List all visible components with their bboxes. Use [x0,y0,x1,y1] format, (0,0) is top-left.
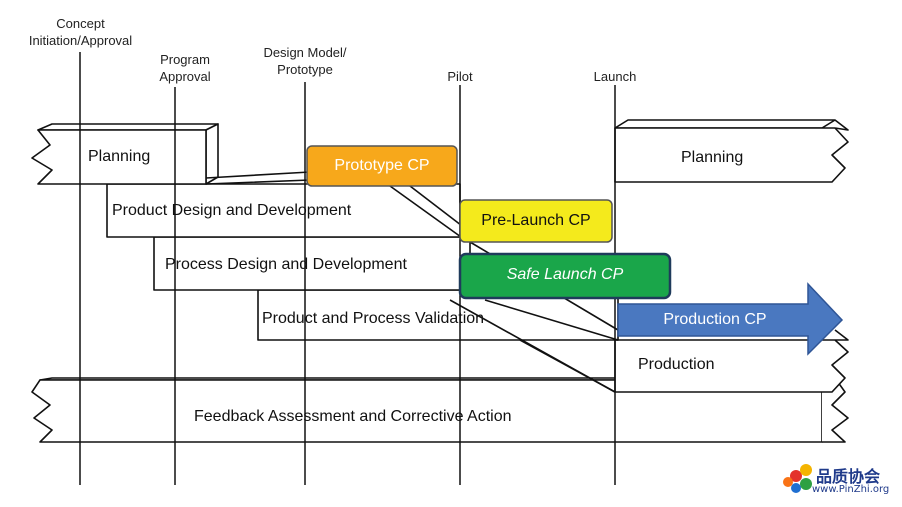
prelaunch-cp-box [459,199,613,243]
process-design-label: Process Design and Development [165,256,407,273]
product-design-label: Product Design and Development [112,202,352,219]
milestone-concept-line2: Initiation/Approval [28,33,133,48]
planning-bar-left [31,123,219,185]
planning-bar-right [614,119,849,183]
milestone-program: Program Approval [140,51,230,85]
production-label: Production [638,356,715,373]
watermark-name: 品质协会 [816,467,881,486]
planning-connector [205,171,311,185]
milestone-pilot: Pilot [447,69,473,84]
planning-right-label: Planning [681,149,744,166]
milestone-concept-line1: Concept [56,16,105,31]
prelaunch-cp-label: Pre-Launch CP [481,212,591,229]
milestone-design-line1: Design Model/ [263,45,347,60]
milestone-program-line1: Program [160,52,210,67]
production-bar [614,329,849,393]
prototype-cp-box [306,145,458,187]
prototype-cp-label: Prototype CP [334,157,430,174]
production-cp-label: Production CP [663,311,767,328]
milestone-design: Design Model/ Prototype [245,44,365,78]
watermark-logo [783,464,812,493]
feedback-label: Feedback Assessment and Corrective Actio… [194,408,512,425]
watermark-url: www.PinZhi.org [812,484,890,495]
safelaunch-cp-label: Safe Launch CP [506,266,624,283]
milestone-launch: Launch [593,69,637,84]
milestone-design-line2: Prototype [277,62,333,77]
milestone-concept: Concept Initiation/Approval [18,15,143,49]
planning-left-label: Planning [88,148,151,165]
milestone-program-line2: Approval [159,69,211,84]
safelaunch-cp-box [458,252,672,300]
production-cp-arrow [617,282,844,356]
validation-label: Product and Process Validation [262,310,485,327]
